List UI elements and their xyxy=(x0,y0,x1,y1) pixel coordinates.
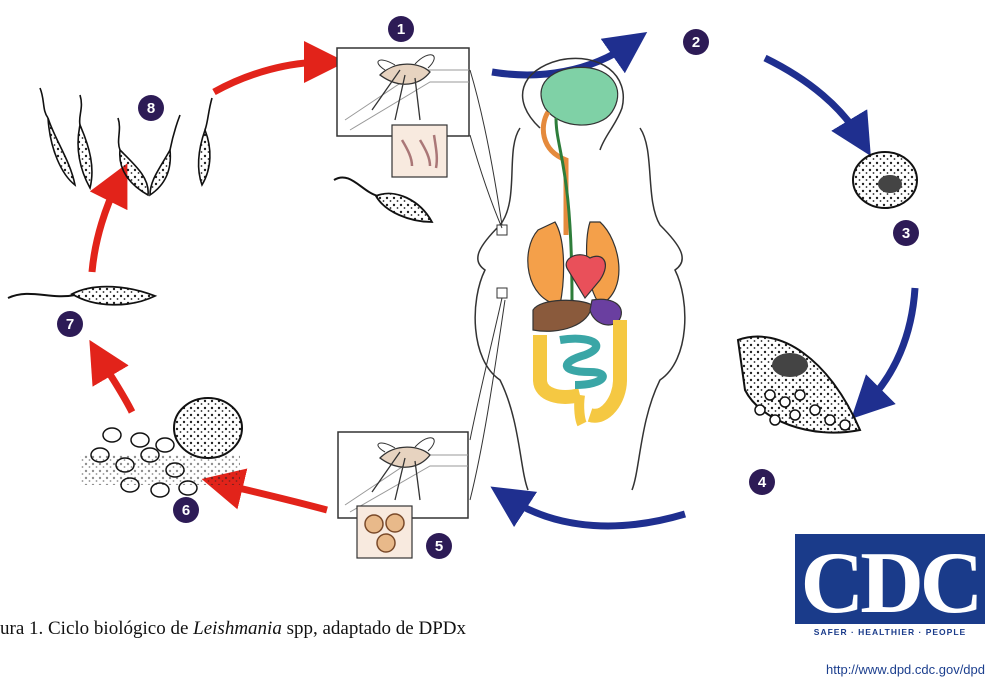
caption-genus: Leishmania xyxy=(193,618,282,639)
step-badge-number: 8 xyxy=(147,100,155,117)
promastigote-7 xyxy=(8,287,155,305)
step-badge-number: 3 xyxy=(902,225,910,242)
brain xyxy=(541,67,618,125)
figure-caption: ura 1. Ciclo biológico de Leishmania spp… xyxy=(0,618,700,648)
macrophage-ruptured-4 xyxy=(738,337,860,433)
cdc-logo-tagline: SAFER · HEALTHIER · PEOPLE xyxy=(795,627,985,637)
macrophage-4-nucleus xyxy=(772,353,808,377)
macrophage-with-amastigotes-3 xyxy=(853,152,917,208)
step-badge-number: 2 xyxy=(692,34,700,51)
amastigote-cell-a xyxy=(365,515,383,533)
arrow-5-to-6 xyxy=(222,484,327,510)
human-body xyxy=(470,58,685,500)
promastigote-7-cell xyxy=(72,287,155,305)
promastigote-8d xyxy=(150,150,170,195)
macrophage-3-core xyxy=(878,175,902,193)
step-badge-number: 1 xyxy=(397,21,405,38)
caption-suffix: spp, adaptado de DPDx xyxy=(282,618,466,639)
callout-lines-top xyxy=(470,70,502,228)
step-badge-6: 6 xyxy=(173,497,199,523)
flagella-8 xyxy=(40,88,212,150)
small-intestine xyxy=(560,339,603,385)
liver xyxy=(533,300,592,331)
promastigote-single xyxy=(334,177,432,222)
step-badge-4: 4 xyxy=(749,469,775,495)
promastigote-8e xyxy=(198,130,209,185)
arrow-2-to-3 xyxy=(765,58,860,138)
amastigote-cell-b xyxy=(386,514,404,532)
airway xyxy=(543,112,566,235)
macrophage-6 xyxy=(174,398,242,458)
promastigote-8c xyxy=(120,150,148,195)
step-badge-number: 5 xyxy=(435,538,443,555)
caption-prefix: ura 1. Ciclo biológico de xyxy=(0,618,193,639)
cdc-url-link[interactable]: http://www.dpd.cdc.gov/dpd xyxy=(760,662,985,677)
sandfly-panel-top xyxy=(337,48,469,177)
cdc-logo-letters: CDC xyxy=(801,535,980,632)
promastigote-inset-top xyxy=(392,125,447,177)
sandfly-panel-bottom-frame xyxy=(338,432,468,518)
step-badge-8: 8 xyxy=(138,95,164,121)
infected-cells-6 xyxy=(80,398,242,497)
sandfly-panel-top-frame xyxy=(337,48,469,136)
skin-sample-lower xyxy=(497,288,507,298)
lung-left xyxy=(528,222,564,305)
step-badge-number: 4 xyxy=(758,474,767,491)
promastigote-flagellum xyxy=(334,177,378,196)
step-badge-1: 1 xyxy=(388,16,414,42)
promastigote-8a xyxy=(48,118,75,185)
step-badge-number: 7 xyxy=(66,316,74,333)
step-badge-5: 5 xyxy=(426,533,452,559)
step-badge-number: 6 xyxy=(182,502,190,519)
step-badge-2: 2 xyxy=(683,29,709,55)
cdc-logo: CDC xyxy=(795,534,985,632)
arrow-4-to-5 xyxy=(508,498,685,526)
arrow-7-to-8 xyxy=(92,182,118,272)
promastigote-cell xyxy=(376,194,432,222)
step-badge-3: 3 xyxy=(893,220,919,246)
step-badge-7: 7 xyxy=(57,311,83,337)
amastigote-cell-c xyxy=(377,534,395,552)
arrow-8-to-1 xyxy=(214,62,325,92)
rectum xyxy=(579,395,582,424)
promastigotes-8 xyxy=(40,88,212,195)
arrow-3-to-4 xyxy=(866,288,915,404)
promastigote-8b xyxy=(78,125,92,188)
skin-sample-upper xyxy=(497,225,507,235)
arrow-6-to-7 xyxy=(100,358,132,412)
promastigote-7-flagellum xyxy=(8,294,75,298)
